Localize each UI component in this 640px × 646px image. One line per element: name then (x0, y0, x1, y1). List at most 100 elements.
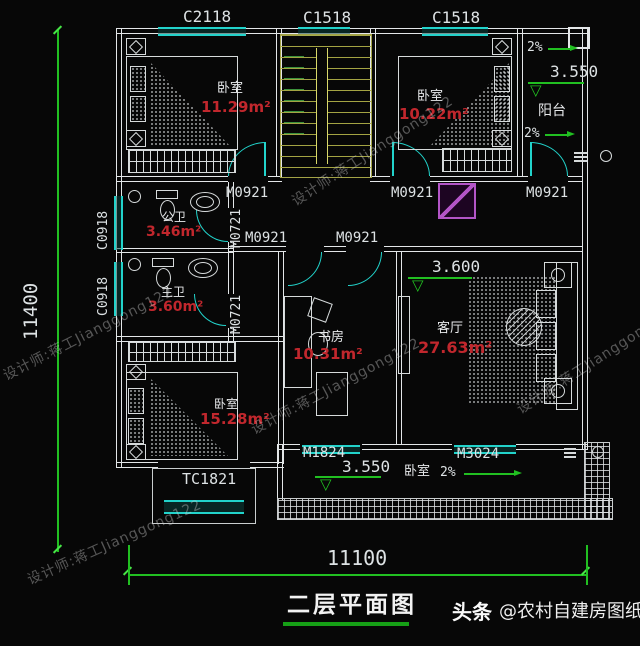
dim-ext-right (586, 545, 588, 585)
terrace-left-wall (277, 444, 283, 500)
flue-shaft (438, 183, 476, 219)
label-c1518-a: C1518 (303, 8, 352, 27)
room-bedroom-tl-area: 11.29m² (201, 98, 271, 116)
staircase-inner-flight (284, 56, 304, 144)
wall-bath-divider (116, 248, 234, 253)
slope-arrow-terrace-line (464, 473, 514, 475)
room-bedroom-bl-area: 15.28m² (200, 410, 270, 428)
room-master-bath-area: 3.60m² (148, 299, 204, 315)
slope-arrow-top-line (548, 48, 570, 50)
label-c0918-b: C0918 (96, 276, 111, 316)
dimension-height: 11400 (20, 282, 42, 340)
room-public-bath-name: 公卫 (162, 210, 187, 224)
label-m0721-b: M0721 (229, 294, 244, 334)
bed-tl-pillow-1 (130, 66, 146, 92)
page-title: 二层平面图 (287, 592, 417, 618)
slope-balcony-top: 2% (527, 40, 543, 55)
leader2-line-3 (564, 456, 576, 458)
door-arc-hall (348, 252, 382, 286)
sofa-seat-1 (536, 290, 556, 318)
leader2-line-2 (564, 452, 576, 454)
opening-bay-window (158, 462, 250, 468)
wall-top (116, 28, 590, 34)
window-c0918-b (114, 262, 123, 316)
room-bedroom-tr-area: 10.22m² (399, 105, 469, 123)
window-c2118 (158, 27, 246, 36)
label-c2118: C2118 (183, 7, 232, 26)
level-terrace: 3.550 (342, 457, 391, 476)
slope-arrow-top-head (570, 45, 578, 51)
label-tc1821: TC1821 (182, 470, 237, 488)
level-living-line (408, 277, 472, 279)
sink-master-basin (194, 262, 212, 274)
dimension-width: 11100 (327, 546, 388, 570)
label-m3024: M3024 (457, 446, 500, 462)
staircase-rail (316, 48, 328, 164)
footer-brand: 头条 (452, 600, 492, 624)
bed-bl-pillow-2 (128, 418, 144, 444)
bed-tr-pillow-1 (494, 66, 510, 92)
study-cabinet (316, 372, 348, 416)
opening-masterbath-door (228, 294, 234, 328)
label-c0918-a: C0918 (96, 210, 111, 250)
room-public-bath-area: 3.46m² (146, 224, 202, 240)
nightstand-bl-2 (126, 444, 146, 460)
bed-bl-pillow-1 (128, 388, 144, 414)
level-balcony: 3.550 (550, 62, 599, 81)
room-study-name: 书房 (318, 330, 345, 345)
toilet-tank-master (152, 258, 174, 267)
window-c1518-b (422, 27, 488, 36)
label-m0921-e: M0921 (526, 185, 569, 201)
opening-hall-door (346, 246, 384, 252)
footer-account: @农村自建房图纸 (499, 601, 640, 622)
leader2-line-1 (564, 448, 576, 450)
slope-arrow-mid-head (567, 131, 575, 137)
dimension-line-left (57, 30, 59, 552)
level-balcony-triangle: ▽ (530, 81, 542, 99)
nightstand-tl-1 (126, 38, 146, 55)
opening-bedroom1-door (228, 176, 268, 182)
door-leaf-balcony (530, 142, 532, 176)
leader-circle-bottom (592, 446, 604, 458)
armchair-top (544, 262, 572, 288)
sink-public (190, 192, 220, 212)
level-terrace-triangle: ▽ (320, 475, 332, 493)
wall-bath-right (228, 176, 234, 342)
wall-right (582, 28, 588, 450)
door-leaf-bedroom2 (392, 142, 394, 176)
opening-stairs (282, 176, 370, 182)
toilet-bowl-master (156, 268, 171, 288)
dim-tick-left-bottom (52, 544, 63, 554)
terrace-room-label: 卧室 (404, 464, 431, 479)
nightstand-tl-2 (126, 130, 146, 147)
label-m0921-d: M0921 (391, 185, 434, 201)
armchair-bottom (544, 378, 572, 404)
door-arc-balcony (530, 142, 568, 176)
door-leaf-bedroom1 (264, 142, 266, 176)
terrace-railing-bottom (277, 498, 613, 520)
bed-tr-pillow-2 (494, 96, 510, 122)
wardrobe-tr (442, 148, 512, 172)
slope-arrow-terrace-head (514, 470, 522, 476)
bay-window-frame (152, 468, 256, 524)
room-bedroom-tl-name: 卧室 (217, 81, 244, 96)
level-living: 3.600 (432, 257, 481, 276)
level-living-triangle: ▽ (412, 276, 424, 294)
dim-ext-left (128, 545, 130, 585)
label-m0921-a: M0921 (226, 185, 269, 201)
sink-master (188, 258, 218, 278)
shower-master-icon (128, 258, 141, 271)
label-m0721-a: M0721 (229, 208, 244, 248)
label-m0921-c: M0921 (336, 230, 379, 246)
room-bedroom-bl-name: 卧室 (214, 397, 239, 411)
dimension-line-bottom (128, 574, 588, 576)
nightstand-bl-1 (126, 364, 146, 380)
door-arc-study (288, 252, 322, 286)
sill-m1824 (302, 445, 360, 454)
bay-window-glass (164, 500, 244, 514)
coffee-table (506, 308, 542, 346)
leader-circle-top (600, 150, 612, 162)
toilet-tank-public (156, 190, 178, 199)
toilet-bowl-public (160, 200, 175, 220)
